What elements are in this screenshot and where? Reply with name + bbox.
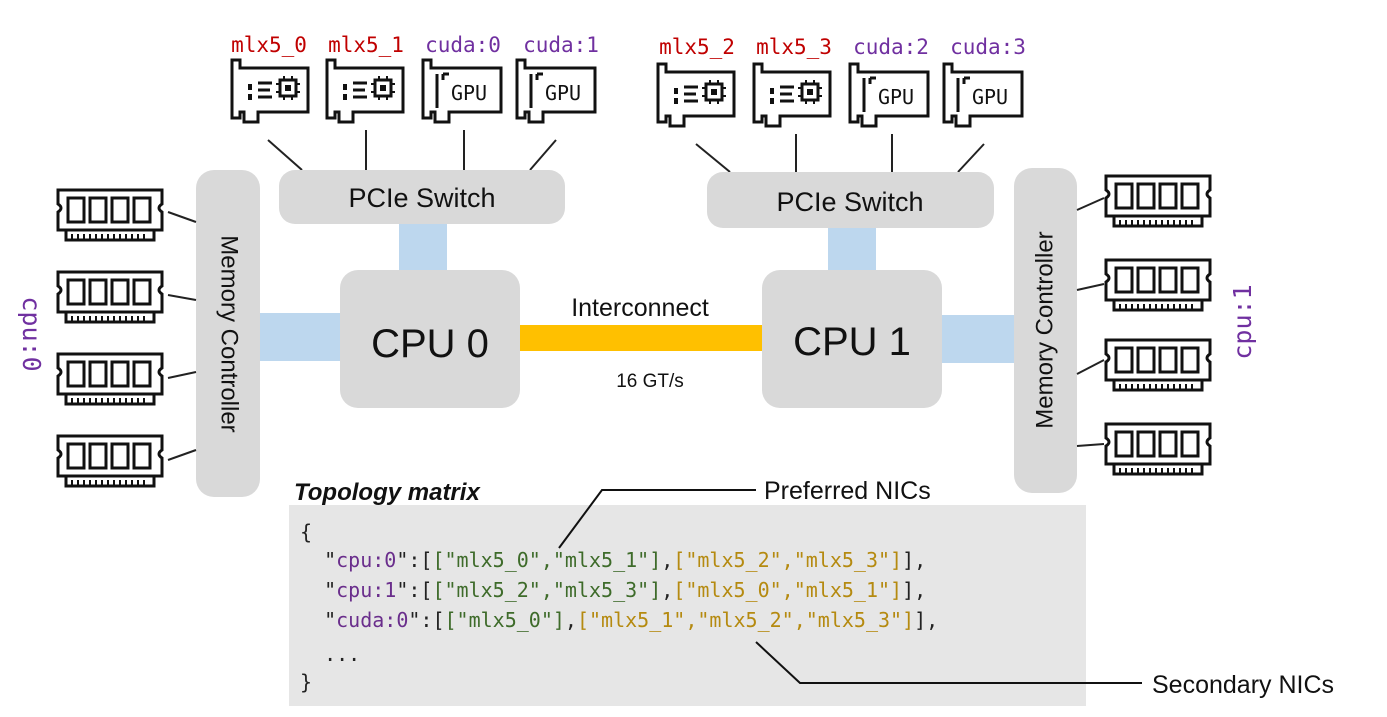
memory-controller-left-label: Memory Controller: [216, 235, 243, 432]
gpu-label-cuda-0: cuda:0: [425, 33, 501, 57]
secondary-nics-label: Secondary NICs: [1152, 671, 1334, 699]
cpu-0-label: CPU 0: [371, 322, 489, 366]
ram-module-icon: [1104, 338, 1212, 392]
code-key: cpu:1: [336, 578, 397, 602]
code-line-cpu-0: "cpu:0":[["mlx5_0","mlx5_1"],["mlx5_2","…: [300, 548, 927, 572]
memory-controller-right: [1014, 168, 1077, 493]
nic-card-icon: [752, 62, 832, 128]
pcie-link-left: [399, 222, 447, 272]
code-preferred: ["mlx5_0","mlx5_1"]: [432, 548, 662, 572]
code-secondary: ["mlx5_2","mlx5_3"]: [673, 548, 903, 572]
memory-link-right: [938, 315, 1016, 363]
ram-module-icon: [1104, 174, 1212, 228]
cpu-1-label: CPU 1: [793, 320, 911, 364]
interconnect-bar: [518, 325, 764, 351]
topology-matrix-code-block: [289, 505, 1086, 706]
pcie-switch-left: [279, 170, 565, 224]
ram-module-icon: [1104, 422, 1212, 476]
ram-module-icon: [56, 270, 164, 324]
interconnect-label: Interconnect: [571, 294, 709, 322]
nic-label-mlx5-3: mlx5_3: [756, 35, 832, 59]
code-line-cuda-0: "cuda:0":[["mlx5_0"],["mlx5_1","mlx5_2",…: [300, 608, 939, 632]
ram-module-icon: [56, 434, 164, 488]
code-line-close: }: [300, 670, 313, 694]
ram-module-icon: [56, 352, 164, 406]
ram-module-icon: [1104, 258, 1212, 312]
nic-card-icon: [325, 58, 405, 124]
nic-label-mlx5-2: mlx5_2: [659, 35, 735, 59]
cpu-1-box: [762, 270, 942, 408]
memory-link-left: [258, 313, 342, 361]
gpu-card-label: GPU: [878, 85, 914, 109]
code-line-open: {: [300, 520, 313, 544]
code-key: cpu:0: [336, 548, 397, 572]
gpu-card-label: GPU: [972, 85, 1008, 109]
nic-card-icon: [230, 58, 310, 124]
code-key: cuda:0: [336, 608, 409, 632]
nic-label-mlx5-0: mlx5_0: [231, 33, 307, 57]
numa-label-cpu-0: cpu:0: [17, 296, 46, 371]
pcie-link-right: [828, 226, 876, 272]
code-preferred: ["mlx5_0"]: [444, 608, 565, 632]
ram-module-icon: [56, 188, 164, 242]
code-secondary: ["mlx5_1","mlx5_2","mlx5_3"]: [576, 608, 915, 632]
gpu-card-icon: GPU: [848, 62, 930, 128]
interconnect-speed: 16 GT/s: [616, 371, 684, 392]
nic-card-icon: [656, 62, 736, 128]
gpu-label-cuda-3: cuda:3: [950, 35, 1026, 59]
gpu-card-label: GPU: [451, 81, 487, 105]
code-line-ellipsis: ...: [324, 642, 361, 666]
cpu-0-box: [340, 270, 520, 408]
pcie-switch-right-label: PCIe Switch: [776, 187, 923, 217]
memory-controller-right-label: Memory Controller: [1031, 231, 1058, 428]
gpu-label-cuda-1: cuda:1: [523, 33, 599, 57]
numa-label-cpu-1: cpu:1: [1228, 284, 1257, 359]
gpu-card-icon: GPU: [421, 58, 503, 124]
pcie-switch-right: [707, 172, 994, 228]
gpu-card-label: GPU: [545, 81, 581, 105]
gpu-card-icon: GPU: [942, 62, 1024, 128]
card-switch-links: [267, 130, 985, 173]
code-preferred: ["mlx5_2","mlx5_3"]: [432, 578, 662, 602]
pcie-switch-left-label: PCIe Switch: [348, 183, 495, 213]
gpu-card-icon: GPU: [515, 58, 597, 124]
ram-links-left: [167, 197, 1105, 461]
memory-controller-left: [196, 170, 260, 497]
preferred-nics-label: Preferred NICs: [764, 477, 931, 505]
gpu-label-cuda-2: cuda:2: [853, 35, 929, 59]
topology-matrix-title: Topology matrix: [294, 479, 481, 506]
code-secondary: ["mlx5_0","mlx5_1"]: [673, 578, 903, 602]
code-line-cpu-1: "cpu:1":[["mlx5_2","mlx5_3"],["mlx5_0","…: [300, 578, 927, 602]
nic-label-mlx5-1: mlx5_1: [328, 33, 404, 57]
